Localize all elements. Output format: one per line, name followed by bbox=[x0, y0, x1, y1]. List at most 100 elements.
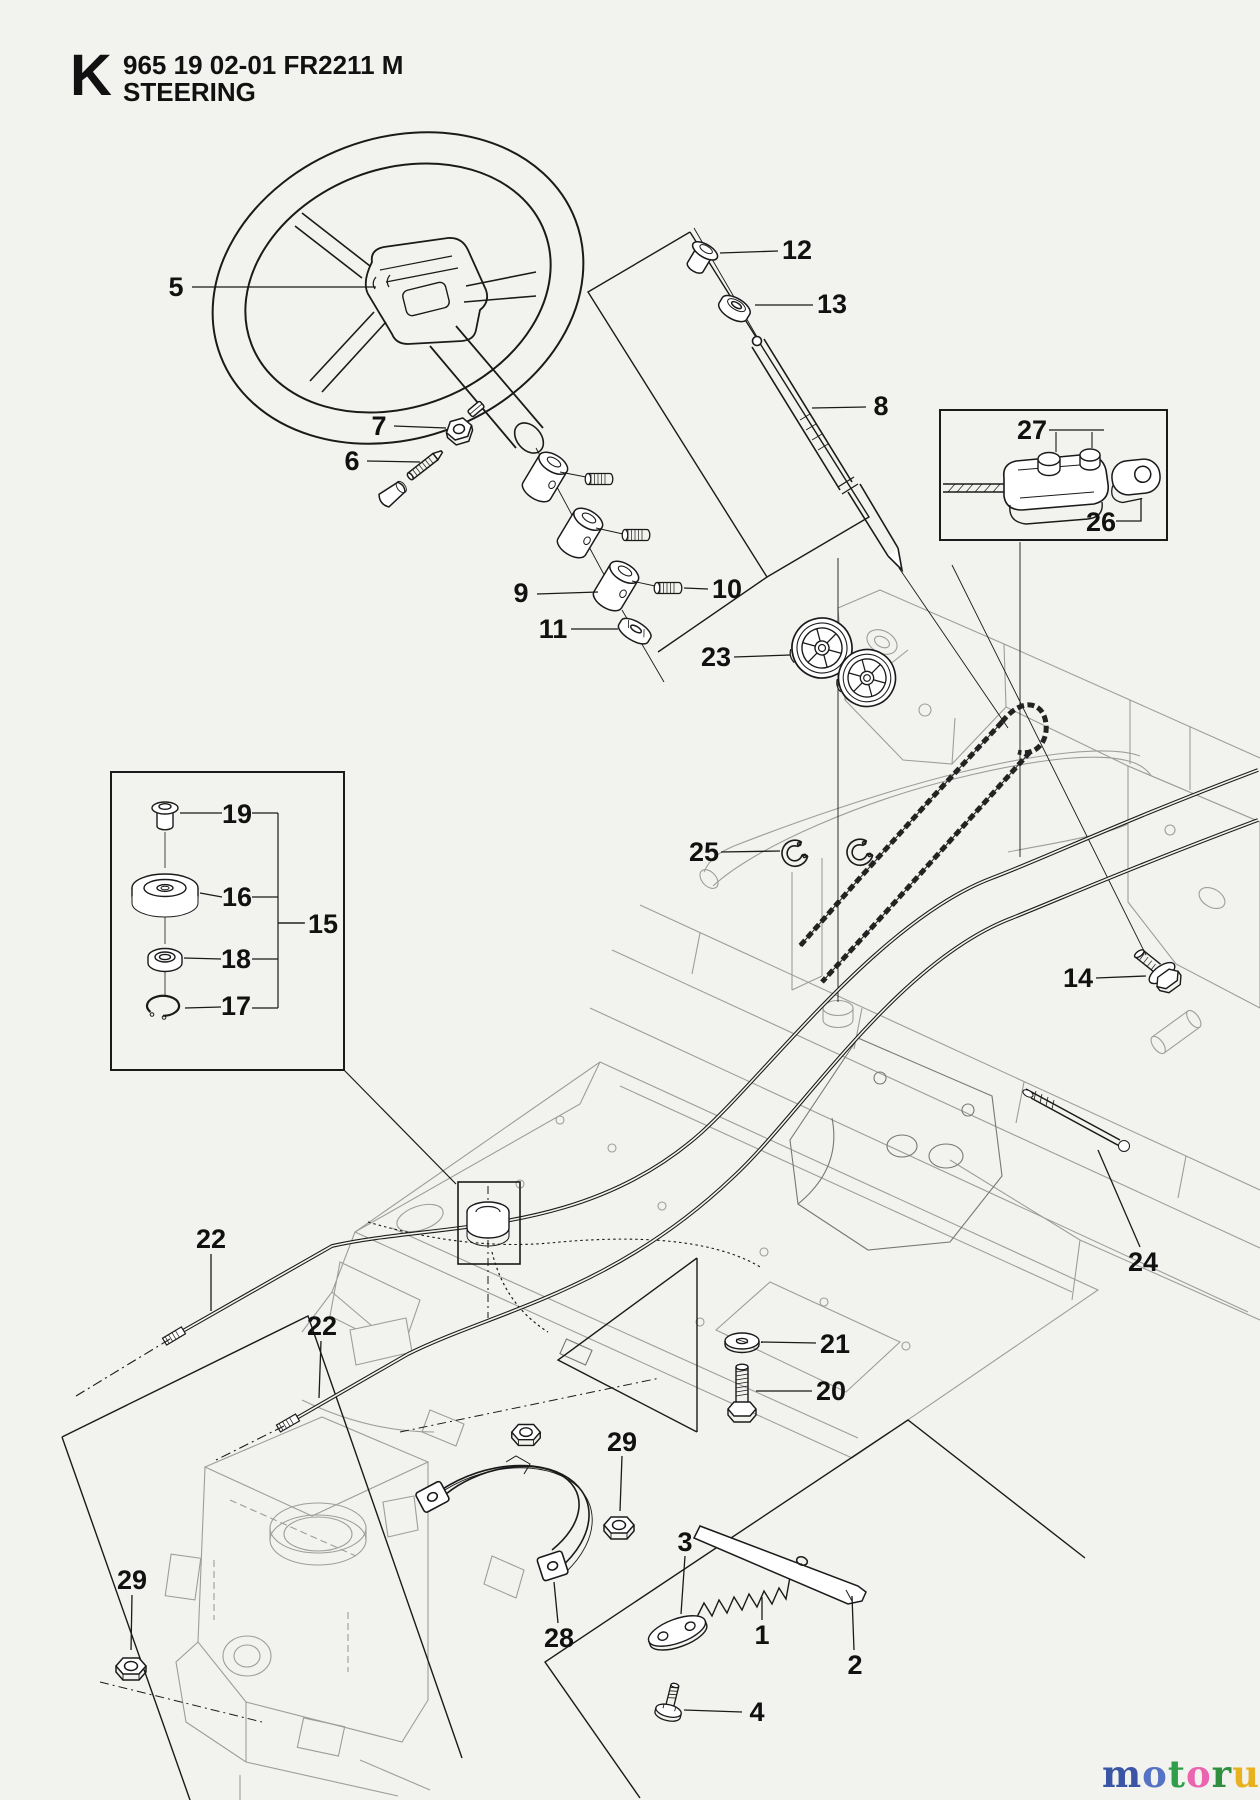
callout-26: 26 bbox=[1086, 507, 1116, 537]
callout-leader-29 bbox=[619, 1455, 623, 1512]
pin-27b bbox=[1079, 448, 1101, 471]
clip-25a bbox=[777, 836, 811, 871]
callout-17: 17 bbox=[221, 991, 251, 1021]
shaft-8 bbox=[751, 335, 904, 573]
snap-ring-17 bbox=[145, 994, 181, 1020]
callout-24: 24 bbox=[1128, 1247, 1158, 1277]
watermark-letter: o bbox=[1142, 1752, 1168, 1796]
bolt-4 bbox=[654, 1682, 682, 1722]
callout-leader-29 bbox=[130, 1594, 133, 1651]
callout-25: 25 bbox=[689, 837, 719, 867]
callout-leader-25 bbox=[720, 850, 781, 853]
callout-20: 20 bbox=[816, 1376, 846, 1406]
callout-leader-14 bbox=[1095, 975, 1147, 979]
link-3 bbox=[647, 1615, 708, 1651]
callout-leader-22 bbox=[318, 1340, 322, 1399]
washer-11 bbox=[617, 617, 652, 645]
callout-5: 5 bbox=[168, 272, 183, 302]
steering-gearbox bbox=[164, 1416, 431, 1800]
callout-21: 21 bbox=[820, 1329, 850, 1359]
bolt-14 bbox=[1133, 949, 1182, 994]
bushing-19 bbox=[151, 801, 179, 831]
callout-8: 8 bbox=[873, 391, 888, 421]
callout-leader-6 bbox=[366, 460, 421, 463]
steering-wheel bbox=[211, 131, 585, 454]
callout-leader-17 bbox=[184, 1006, 222, 1009]
callout-29: 29 bbox=[607, 1427, 637, 1457]
callout-18: 18 bbox=[221, 944, 251, 974]
washer-21 bbox=[724, 1332, 760, 1354]
callout-19: 19 bbox=[222, 799, 252, 829]
inset-box-bearing-assembly bbox=[110, 771, 345, 1071]
watermark-word: motoruf bbox=[1102, 1752, 1260, 1796]
key-clip bbox=[467, 400, 485, 418]
callout-leader-18 bbox=[183, 957, 222, 960]
bearing-13 bbox=[717, 294, 751, 323]
callout-leader-2 bbox=[851, 1595, 855, 1651]
header-block: 965 19 02-01 FR2211 M STEERING bbox=[123, 52, 403, 106]
callout-leader-10 bbox=[683, 587, 709, 590]
watermark-letter: m bbox=[1102, 1752, 1143, 1796]
setscrew-10c bbox=[653, 581, 683, 595]
nut-29a bbox=[115, 1657, 147, 1681]
clamp-28 bbox=[415, 1455, 593, 1582]
callout-28: 28 bbox=[544, 1623, 574, 1653]
callout-12: 12 bbox=[782, 235, 812, 265]
shaft-parts bbox=[686, 227, 1009, 729]
rod-24 bbox=[1022, 1088, 1130, 1152]
callout-16: 16 bbox=[222, 882, 252, 912]
callout-leader-8 bbox=[811, 406, 867, 409]
callout-leader-12 bbox=[719, 250, 779, 254]
callout-29: 29 bbox=[117, 1565, 147, 1595]
screw-6 bbox=[406, 450, 444, 481]
frame-detail-box bbox=[457, 1181, 521, 1265]
bar-2 bbox=[692, 1525, 867, 1605]
callout-23: 23 bbox=[701, 642, 731, 672]
callout-22: 22 bbox=[196, 1224, 226, 1254]
pin-27a bbox=[1037, 451, 1061, 477]
callout-leader-16 bbox=[199, 892, 223, 898]
callout-leader-4 bbox=[683, 1709, 743, 1713]
setscrew-10b bbox=[621, 528, 651, 542]
callout-leader-3 bbox=[680, 1555, 686, 1615]
steering-column-parts bbox=[378, 400, 683, 683]
setscrew-10a bbox=[584, 472, 614, 486]
callout-1: 1 bbox=[754, 1620, 769, 1650]
bushing-12 bbox=[686, 240, 719, 274]
callout-22: 22 bbox=[307, 1311, 337, 1341]
callout-27: 27 bbox=[1017, 415, 1047, 445]
callout-leader-23 bbox=[733, 654, 791, 658]
part-code: 965 19 02-01 FR2211 M bbox=[123, 50, 404, 80]
callout-leader-21 bbox=[760, 1341, 817, 1344]
callout-2: 2 bbox=[847, 1650, 862, 1680]
section-letter: K bbox=[70, 43, 112, 108]
callout-14: 14 bbox=[1063, 963, 1093, 993]
sheet-title: STEERING bbox=[123, 77, 256, 107]
callout-leader-9 bbox=[536, 591, 599, 595]
callout-leader-26 bbox=[1116, 498, 1142, 522]
cap bbox=[378, 480, 407, 508]
callout-leader-7 bbox=[393, 425, 447, 429]
watermark-letter: u bbox=[1232, 1752, 1260, 1796]
callout-7: 7 bbox=[371, 411, 386, 441]
watermark: motoruf.de bbox=[1102, 1752, 1260, 1796]
collar-9b bbox=[552, 503, 608, 563]
callout-leader-28 bbox=[553, 1581, 559, 1624]
callout-9: 9 bbox=[513, 578, 528, 608]
chain-link-26 bbox=[1111, 458, 1161, 504]
nut-29c bbox=[511, 1423, 541, 1447]
nut-7 bbox=[445, 417, 474, 446]
steering-chain bbox=[798, 702, 1049, 984]
inset-box-cable-end bbox=[939, 409, 1168, 541]
bearing-18 bbox=[147, 947, 183, 973]
bolt-20 bbox=[727, 1363, 757, 1423]
callout-3: 3 bbox=[677, 1527, 692, 1557]
pulley-16 bbox=[131, 873, 199, 918]
callout-11: 11 bbox=[539, 614, 568, 644]
nut-29b bbox=[603, 1516, 635, 1540]
callout-6: 6 bbox=[344, 446, 359, 476]
callout-10: 10 bbox=[712, 574, 742, 604]
